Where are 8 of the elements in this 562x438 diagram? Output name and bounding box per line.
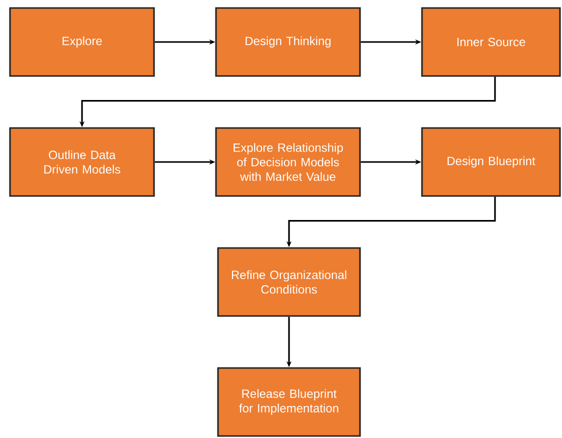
process-box: Release Blueprint for Implementation [217, 367, 361, 437]
process-box: Refine Organizational Conditions [217, 247, 361, 317]
process-box: Explore [9, 7, 155, 77]
process-box: Design Blueprint [421, 127, 561, 197]
process-box: Outline Data Driven Models [9, 127, 155, 197]
process-box: Design Thinking [215, 7, 361, 77]
process-box: Explore Relationship of Decision Models with Market Value [215, 127, 361, 197]
process-box: Inner Source [421, 7, 561, 77]
